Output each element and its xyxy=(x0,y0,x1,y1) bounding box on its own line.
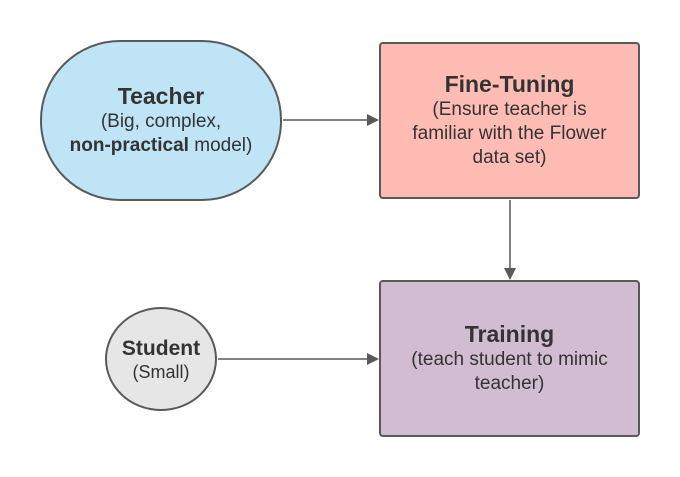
student-title: Student xyxy=(121,336,201,360)
finetune-title: Fine-Tuning xyxy=(444,71,575,97)
teacher-line-2-rest: model) xyxy=(188,135,253,156)
finetune-line-1: (Ensure teacher is xyxy=(432,99,587,120)
student-node: Student (Small) xyxy=(105,307,217,411)
training-title: Training xyxy=(464,321,555,347)
teacher-title: Teacher xyxy=(117,83,205,109)
finetune-node: Fine-Tuning (Ensure teacher is familiar … xyxy=(379,42,640,199)
training-line-2: teacher) xyxy=(474,373,545,394)
teacher-line-2-bold: non-practical xyxy=(69,135,189,156)
student-line-1: (Small) xyxy=(132,361,190,382)
teacher-line-2: non-practical model) xyxy=(70,134,253,158)
teacher-node: Teacher (Big, complex, non-practical mod… xyxy=(40,40,282,201)
finetune-line-3: data set) xyxy=(472,147,547,168)
training-node: Training (teach student to mimic teacher… xyxy=(379,280,640,437)
training-line-1: (teach student to mimic xyxy=(411,349,608,370)
finetune-line-2: familiar with the Flower xyxy=(412,123,607,144)
teacher-line-1: (Big, complex, xyxy=(100,111,222,132)
